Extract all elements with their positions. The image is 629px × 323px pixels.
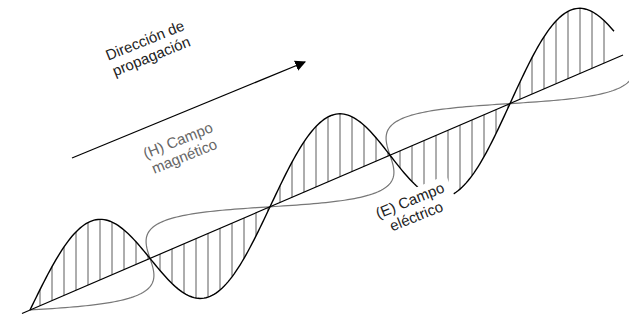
propagation-axis bbox=[22, 55, 623, 313]
electric-wave bbox=[30, 8, 614, 310]
field-label: (H) Campo magnético bbox=[132, 114, 231, 182]
direction-label: Dirección de propagación bbox=[92, 11, 204, 84]
field-label: (E) Campo eléctrico bbox=[366, 175, 459, 241]
field-hatching bbox=[40, 8, 604, 305]
magnetic-wave bbox=[30, 63, 629, 310]
